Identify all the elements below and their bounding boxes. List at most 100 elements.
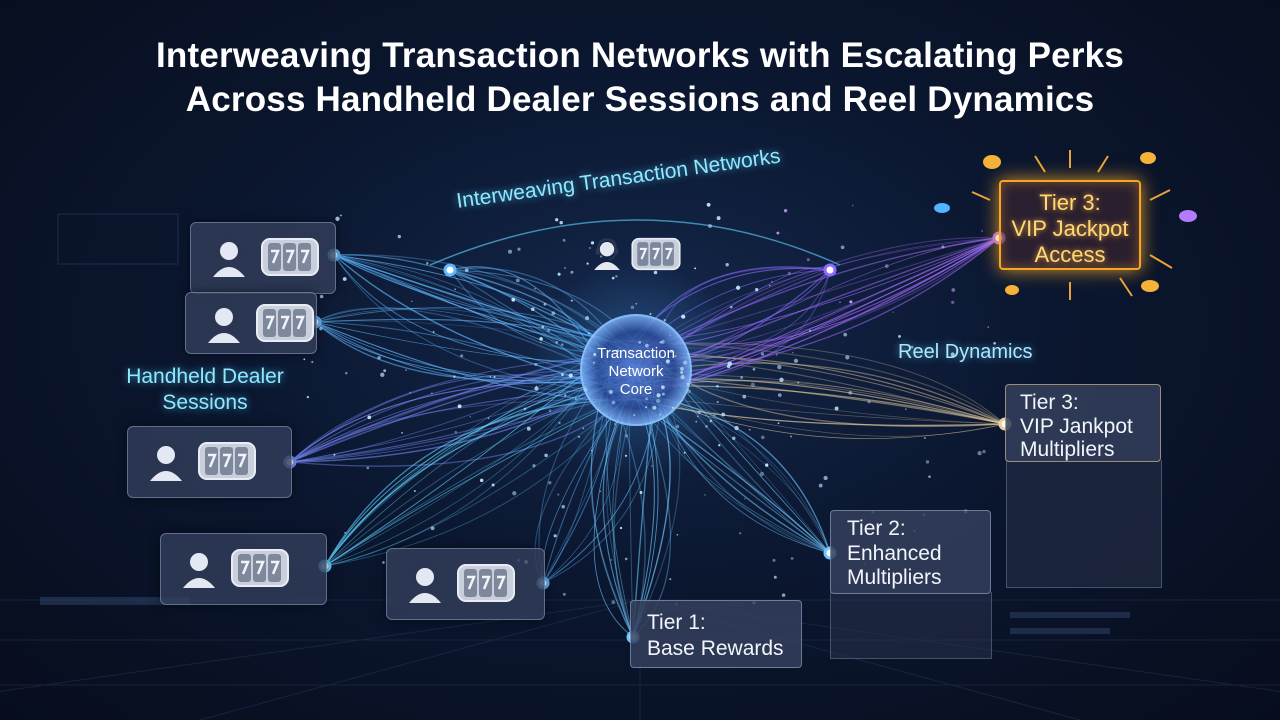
network-particle (686, 383, 690, 386)
network-particle (382, 561, 385, 564)
network-particle (709, 419, 713, 423)
network-particle (681, 314, 686, 319)
network-particle (333, 453, 336, 456)
network-particle (892, 311, 894, 313)
network-particle (335, 216, 340, 221)
vip-access-line-3: Access (1034, 242, 1106, 267)
network-particle (532, 464, 536, 468)
network-particle (599, 490, 602, 493)
network-particle (564, 394, 567, 397)
dealer-session-floating (583, 230, 681, 276)
network-particle (570, 270, 574, 274)
network-particle (413, 490, 416, 492)
network-particle (705, 424, 708, 428)
dealer-session-card-3[interactable] (127, 426, 292, 498)
title-line-1: Interweaving Transaction Networks with E… (156, 36, 1124, 75)
network-particle (611, 600, 616, 604)
network-particle (548, 409, 552, 413)
network-particle (401, 432, 403, 434)
title-line-2: Across Handheld Dealer Sessions and Reel… (185, 80, 1095, 119)
network-particle (319, 326, 323, 331)
network-particle (697, 410, 702, 415)
tier-2-enhanced-multipliers[interactable]: Tier 2: Enhanced Multipliers (830, 510, 991, 594)
network-particle (674, 354, 677, 358)
network-particle (487, 417, 490, 420)
headset-dealer-icon (205, 233, 253, 281)
network-particle (645, 343, 649, 348)
tier-1-base-rewards[interactable]: Tier 1: Base Rewards (630, 600, 802, 668)
headset-dealer-icon (401, 559, 449, 607)
network-particle (806, 258, 810, 262)
tier-3-multipliers-line-1: Tier 3: (1020, 391, 1079, 414)
network-particle (695, 420, 698, 423)
network-particle (551, 311, 556, 316)
network-particle (683, 451, 686, 454)
network-particle (512, 491, 517, 496)
core-label: Transaction Network Core (580, 345, 692, 399)
network-particle (600, 255, 603, 258)
network-particle (775, 353, 778, 356)
handheld-label-line-1: Handheld Dealer (126, 365, 284, 388)
network-particle (660, 340, 665, 344)
network-particle (749, 428, 751, 431)
network-particle (818, 483, 823, 488)
network-particle (630, 390, 633, 393)
network-particle (951, 288, 956, 292)
tier-3-vip-jackpot-access[interactable]: Tier 3: VIP Jackpot Access (999, 180, 1141, 270)
vip-burst (971, 150, 1173, 300)
network-particle (680, 371, 683, 374)
tier-3-vip-multipliers[interactable]: Tier 3: VIP Jankpot Multipliers (1005, 384, 1161, 462)
network-particle (721, 412, 726, 417)
network-particle (590, 241, 595, 245)
slot-reel-icon (198, 441, 256, 481)
vip-access-line-2: VIP Jackpot (1011, 216, 1129, 241)
dealer-session-card-1[interactable] (190, 222, 336, 294)
network-particle (553, 534, 557, 538)
network-particle (727, 361, 733, 366)
network-particle (615, 275, 618, 278)
network-particle (426, 262, 429, 265)
coin-icons (934, 152, 1197, 295)
network-particle (557, 493, 560, 496)
network-particle (366, 466, 370, 470)
network-particle (479, 478, 484, 483)
network-particle (319, 294, 324, 299)
network-particle (725, 263, 729, 267)
network-particle (624, 434, 629, 438)
dealer-session-card-5[interactable] (386, 548, 545, 620)
network-particle (555, 218, 559, 222)
network-particle (564, 267, 566, 269)
tier-1-line-2: Base Rewards (647, 637, 784, 660)
network-particle (687, 353, 690, 355)
network-particle (777, 364, 782, 370)
network-particle (669, 578, 672, 581)
network-particle (557, 272, 561, 276)
network-particle (839, 301, 841, 303)
network-particle (694, 267, 697, 270)
network-particle (848, 390, 853, 395)
slot-reel-icon (231, 548, 289, 588)
network-particle (583, 387, 588, 392)
network-particle (630, 305, 635, 310)
dealer-session-card-2[interactable] (185, 292, 317, 354)
connection-node (823, 263, 837, 277)
network-particle (742, 394, 747, 399)
network-particle (734, 425, 739, 431)
network-particle (460, 354, 464, 358)
network-particle (568, 373, 573, 378)
network-particle (547, 329, 551, 333)
network-particle (981, 230, 984, 232)
network-particle (760, 352, 765, 356)
network-particle (680, 366, 684, 371)
network-particle (656, 393, 661, 398)
network-particle (950, 352, 955, 357)
network-particle (645, 406, 648, 409)
network-particle (669, 334, 671, 336)
tier-3-multipliers-panel (1006, 460, 1162, 588)
tier-1-line-1: Tier 1: (647, 611, 706, 634)
network-particle (735, 285, 741, 290)
network-particle (925, 460, 930, 464)
network-particle (377, 355, 381, 360)
network-particle (306, 395, 310, 399)
dealer-session-card-4[interactable] (160, 533, 327, 605)
